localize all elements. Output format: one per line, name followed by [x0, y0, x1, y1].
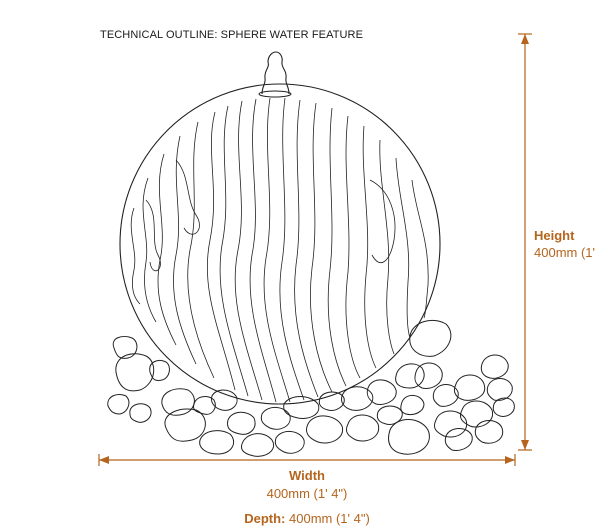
pebble: [149, 359, 170, 381]
pebble: [432, 384, 459, 407]
pebble: [107, 393, 130, 415]
diagram-title: TECHNICAL OUTLINE: SPHERE WATER FEATURE: [100, 29, 364, 41]
pebble: [480, 354, 509, 379]
pebble: [318, 391, 345, 411]
sphere-outline: [119, 83, 441, 405]
pebble: [414, 362, 443, 389]
pebble: [341, 386, 374, 411]
pebble: [115, 353, 155, 392]
pebbles: [107, 320, 515, 457]
pebble: [241, 433, 274, 457]
spout-base: [258, 90, 292, 98]
pebble: [274, 431, 305, 454]
depth-label: Depth:: [244, 511, 286, 526]
pebble: [388, 419, 430, 455]
pebble: [260, 407, 291, 430]
pebble: [227, 411, 256, 435]
pebble: [161, 388, 195, 416]
pebble: [305, 415, 344, 444]
pebble: [486, 378, 513, 401]
pebble: [444, 428, 473, 451]
depth-line: Depth: 400mm (1' 4"): [0, 511, 600, 526]
grain-lines: [130, 97, 429, 403]
pebble: [366, 379, 397, 405]
pebble: [345, 414, 380, 442]
width-value: 400mm (1' 4"): [266, 486, 348, 501]
pebble: [459, 400, 494, 428]
pebble: [199, 430, 234, 455]
pebble: [112, 335, 138, 359]
pebble: [400, 395, 425, 415]
pebble: [409, 320, 452, 357]
pebble: [129, 403, 152, 423]
height-label: Height: [534, 228, 575, 243]
pebble: [283, 396, 320, 419]
pebble: [492, 397, 515, 417]
pebble: [211, 389, 238, 411]
height-value: 400mm (1': [534, 245, 596, 260]
pebble: [164, 408, 206, 442]
pebble: [433, 410, 468, 438]
pebble: [474, 420, 504, 444]
pebble: [395, 363, 425, 389]
pebble: [453, 374, 486, 401]
width-label: Width: [289, 468, 325, 483]
depth-value: 400mm (1' 4"): [289, 511, 370, 526]
pebble: [193, 396, 216, 415]
water-spout: [261, 51, 290, 95]
